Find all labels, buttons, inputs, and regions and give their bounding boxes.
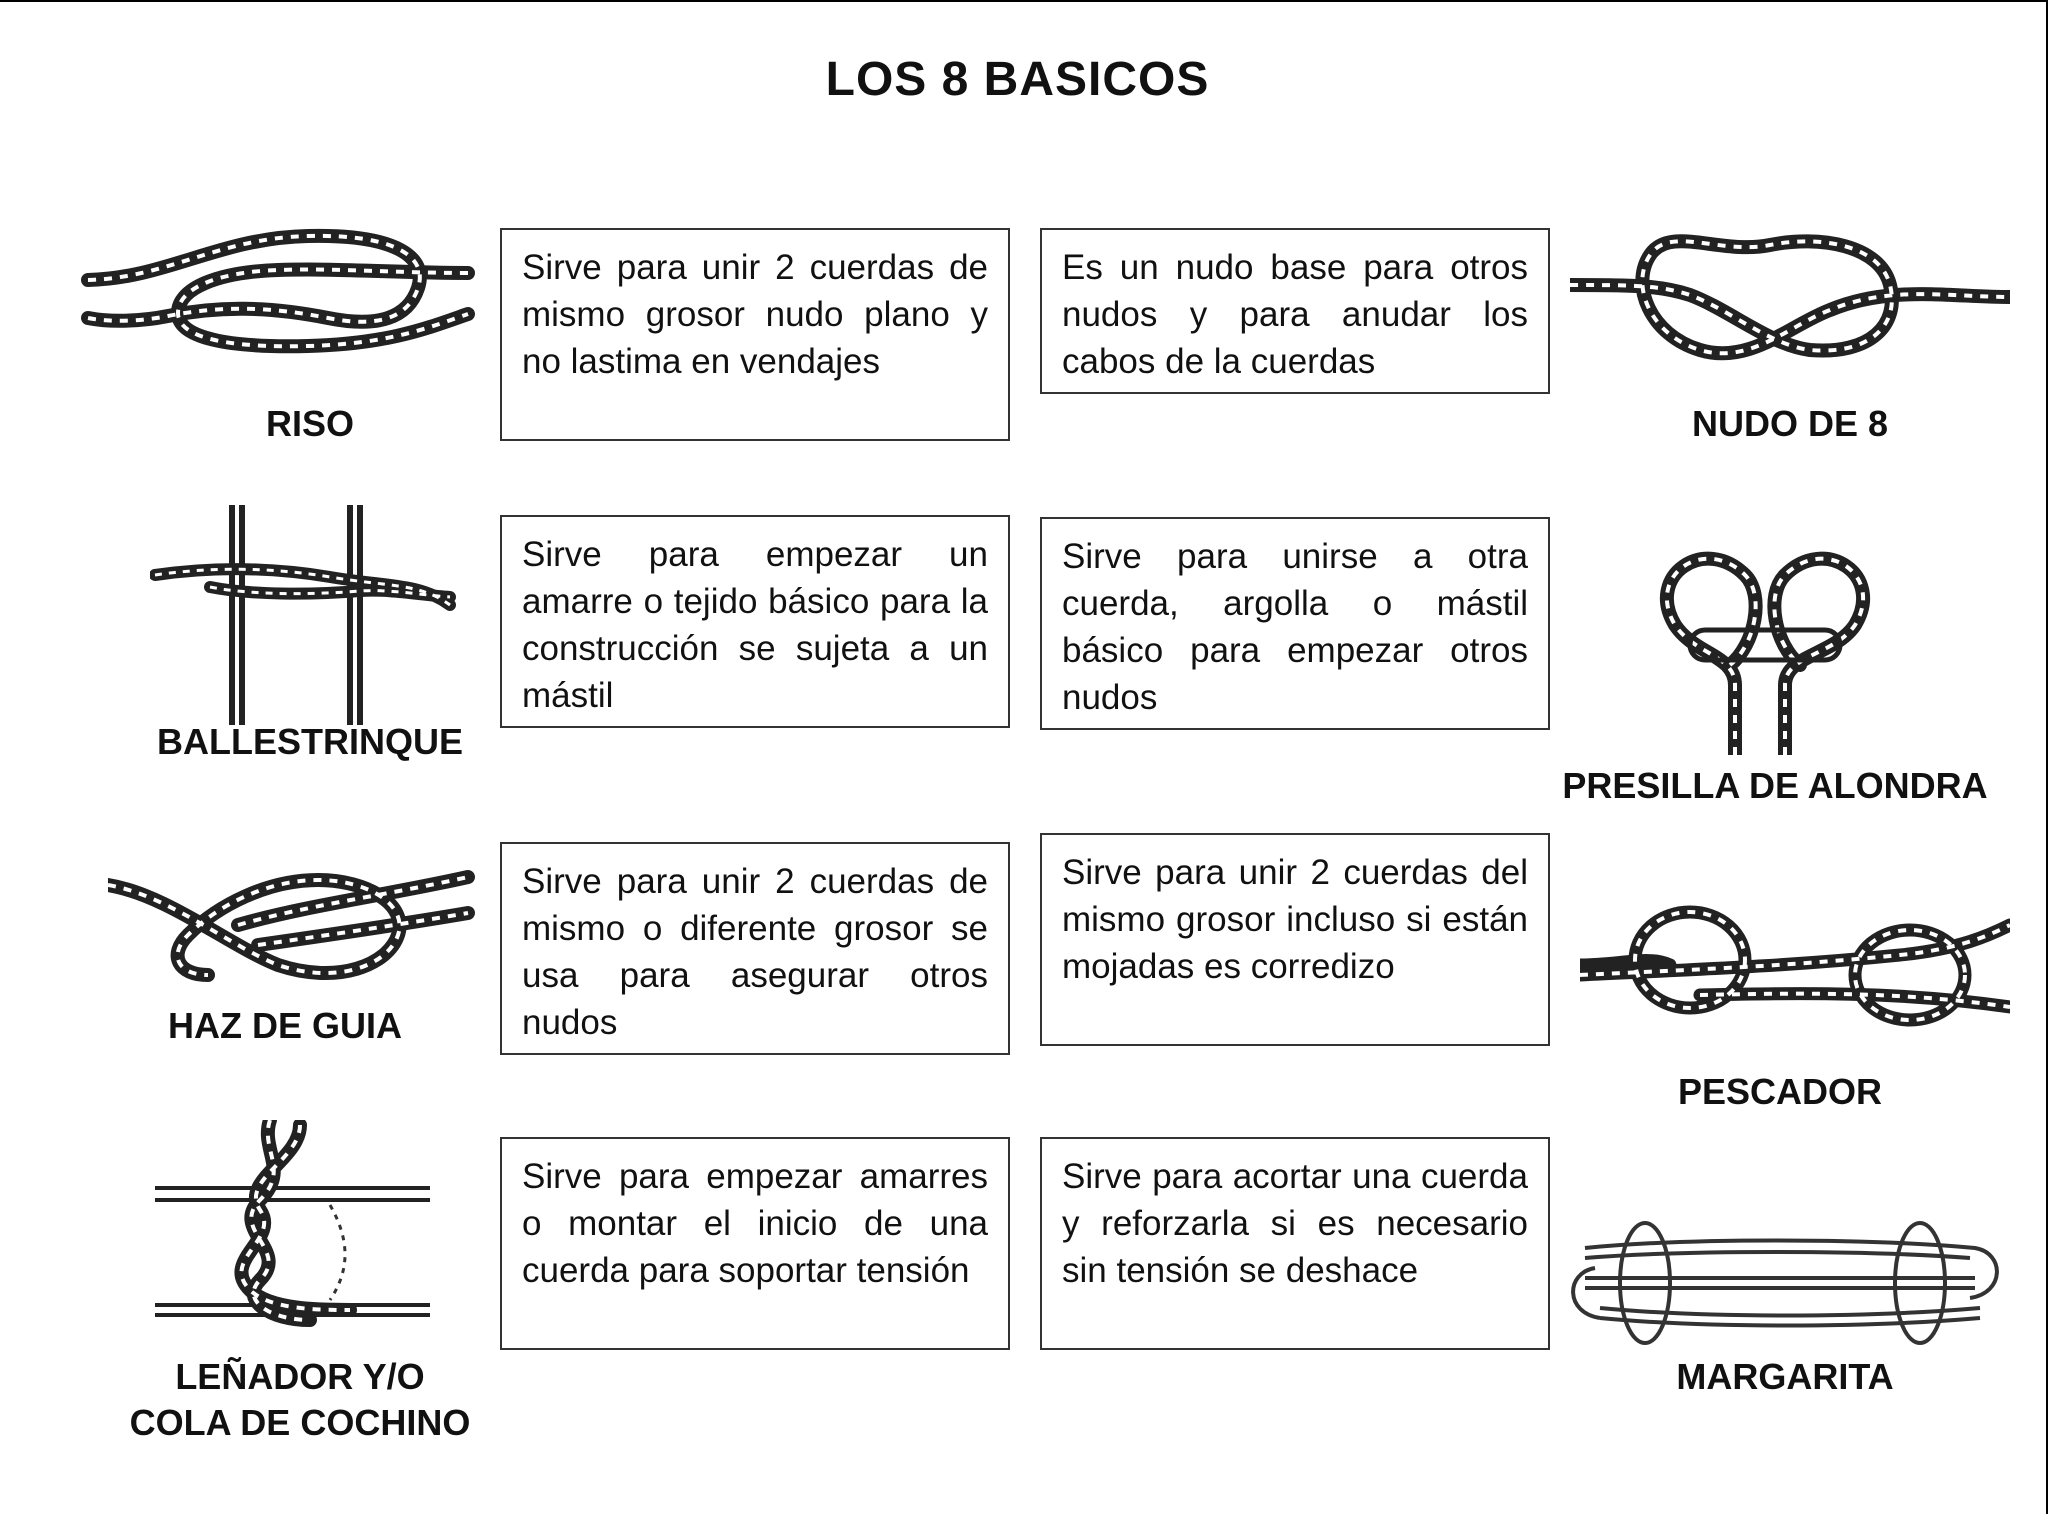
timber-hitch-icon bbox=[150, 1120, 450, 1340]
knot-name-lenador-line1: LEÑADOR Y/O bbox=[175, 1356, 425, 1397]
bowline-icon bbox=[108, 855, 478, 995]
figure-eight-knot-icon bbox=[1570, 215, 2010, 395]
knot-name-ballestrinque: BALLESTRINQUE bbox=[157, 721, 463, 762]
fishermans-knot-icon bbox=[1580, 895, 2010, 1035]
knot-description-nudo-de-8: Es un nudo base para otros nudos y para … bbox=[1040, 228, 1550, 394]
knot-description-haz-de-guia: Sirve para unir 2 cuerdas de mismo o dif… bbox=[500, 842, 1010, 1055]
page-title: LOS 8 BASICOS bbox=[825, 53, 1210, 106]
knot-description-ballestrinque: Sirve para empezar un amarre o tejido bá… bbox=[500, 515, 1010, 728]
knot-name-pescador: PESCADOR bbox=[1677, 1071, 1883, 1112]
knot-name-riso: RISO bbox=[265, 403, 354, 444]
knot-name-haz-de-guia: HAZ DE GUIA bbox=[168, 1005, 402, 1046]
knot-description-lenador: Sirve para empezar amarres o montar el i… bbox=[500, 1137, 1010, 1350]
knot-name-margarita: MARGARITA bbox=[1676, 1356, 1894, 1397]
knot-name-lenador-line2: COLA DE COCHINO bbox=[129, 1402, 471, 1443]
knot-description-pescador: Sirve para unir 2 cuerdas del mismo gros… bbox=[1040, 833, 1550, 1046]
knot-description-margarita: Sirve para acortar una cuerda y reforzar… bbox=[1040, 1137, 1550, 1350]
knot-description-riso: Sirve para unir 2 cuerdas de mismo groso… bbox=[500, 228, 1010, 441]
knot-name-nudo-de-8: NUDO DE 8 bbox=[1691, 403, 1889, 444]
square-knot-icon bbox=[78, 218, 478, 368]
knot-description-presilla-de-alondra: Sirve para unirse a otra cuerda, argolla… bbox=[1040, 517, 1550, 730]
clove-hitch-icon bbox=[150, 505, 460, 725]
sheepshank-icon bbox=[1565, 1218, 2005, 1358]
larks-head-icon bbox=[1635, 535, 1895, 755]
knot-name-presilla-de-alondra: PRESILLA DE ALONDRA bbox=[1562, 765, 1988, 806]
